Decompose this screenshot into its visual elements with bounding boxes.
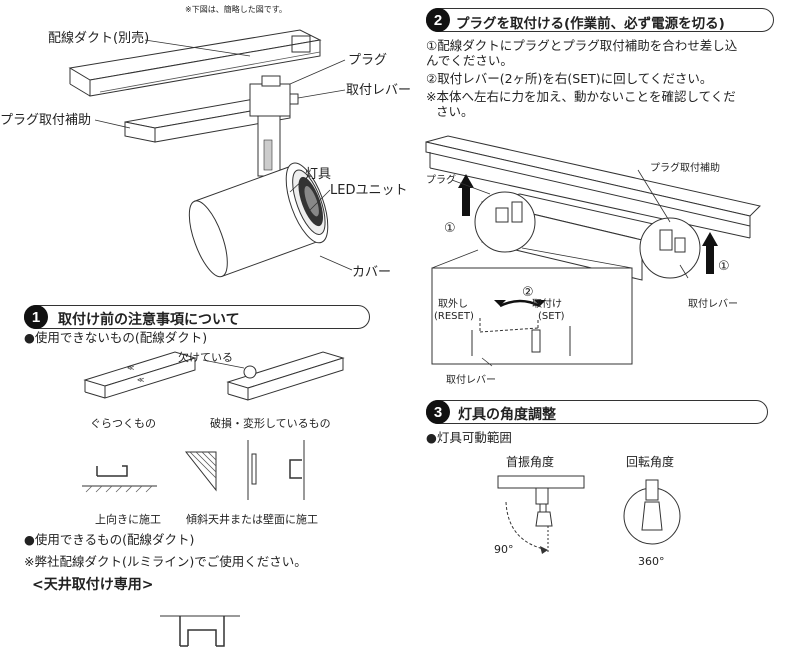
- set-label: 取付け: [532, 299, 562, 310]
- step1-line1: ①配線ダクトにプラグとプラグ取付補助を合わせ差し込: [426, 38, 738, 53]
- diagram-step2: ②: [522, 285, 534, 300]
- section2-number: 2: [426, 8, 450, 32]
- upward-install-illustration: [82, 465, 157, 493]
- tilt-angle-label: 首振角度: [506, 455, 555, 469]
- note-line1: ※本体へ左右に力を加え、動かないことを確認してくだ: [426, 89, 736, 104]
- upward-caption: 上向きに施工: [95, 513, 161, 526]
- slant-caption: 傾斜天井または壁面に施工: [186, 513, 318, 526]
- plug-install-diagram: [425, 135, 761, 367]
- detail-lever-label: 取付レバー: [446, 375, 496, 386]
- set-en-label: (SET): [538, 311, 565, 322]
- section3-title: 灯具の角度調整: [458, 407, 556, 423]
- diagram-plug-assist-label: プラグ取付補助: [650, 163, 720, 174]
- lever-label: 取付レバー: [346, 83, 412, 98]
- svg-text:≪: ≪: [137, 376, 144, 384]
- company-duct-note: ※弊社配線ダクト(ルミライン)でご使用ください。: [24, 554, 307, 569]
- reset-label: 取外し: [438, 299, 468, 310]
- tilt-value: 90°: [494, 543, 514, 556]
- section1-title: 取付け前の注意事項について: [58, 312, 240, 328]
- tilt-angle-diagram: [497, 475, 585, 554]
- damaged-caption: 破損・変形しているもの: [210, 417, 331, 430]
- ceiling-only-label: <天井取付け専用>: [32, 577, 154, 593]
- wobbly-duct-illustration: ≪ ≪: [83, 351, 197, 399]
- section1-number: 1: [24, 305, 48, 329]
- simplified-note: ※下図は、簡略した図です。: [185, 5, 287, 14]
- step2: ②取付レバー(2ヶ所)を右(SET)に回してください。: [426, 71, 713, 86]
- fixture-illustration: [68, 29, 353, 278]
- rotate-angle-diagram: [623, 479, 681, 545]
- diagram-step1-right: ①: [718, 259, 730, 274]
- section2-title: プラグを取付ける(作業前、必ず電源を切る): [456, 16, 725, 32]
- plug-assist-label: プラグ取付補助: [0, 113, 92, 128]
- ceiling-duct-illustration: [160, 615, 240, 647]
- diagram-step1-left: ①: [444, 221, 456, 236]
- wobbly-caption: ぐらつくもの: [90, 417, 156, 430]
- step1-line2: んでください。: [426, 53, 513, 68]
- diagram-lever-label: 取付レバー: [688, 299, 738, 310]
- rotate-value: 360°: [638, 555, 665, 568]
- cover-label: カバー: [352, 265, 392, 280]
- led-unit-label: LEDユニット: [330, 183, 408, 198]
- cannot-use-heading: ●使用できないもの(配線ダクト): [24, 330, 208, 345]
- range-heading: ●灯具可動範囲: [426, 430, 512, 445]
- reset-en-label: (RESET): [434, 311, 474, 322]
- fixture-label: 灯具: [305, 167, 332, 182]
- diagram-plug-label: プラグ: [426, 175, 456, 186]
- can-use-heading: ●使用できるもの(配線ダクト): [24, 532, 195, 547]
- duct-label: 配線ダクト(別売): [48, 31, 150, 46]
- plug-label: プラグ: [348, 53, 388, 68]
- svg-text:≪: ≪: [127, 364, 134, 372]
- note-line2: さい。: [436, 104, 474, 119]
- rotate-angle-label: 回転角度: [626, 455, 675, 469]
- section3-number: 3: [426, 400, 450, 424]
- chipped-label: 欠けている: [178, 351, 233, 364]
- slant-wall-install-illustration: [184, 440, 305, 500]
- damaged-duct-illustration: [202, 351, 345, 401]
